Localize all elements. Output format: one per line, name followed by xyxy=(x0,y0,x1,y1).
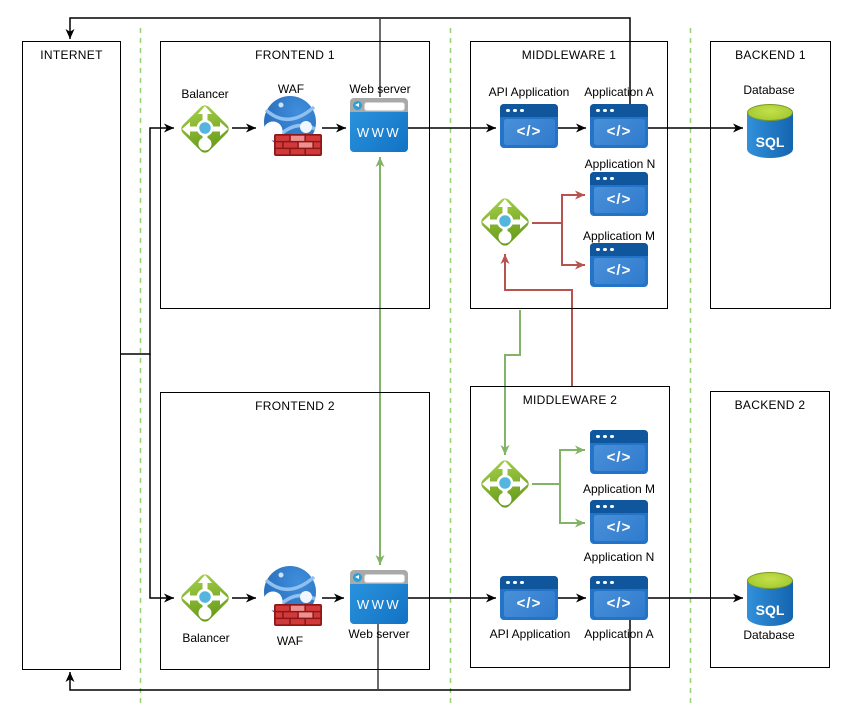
edge-mw1balancer-to-appN1 xyxy=(532,190,585,224)
zone-frontend1: FRONTEND 1 xyxy=(160,41,430,309)
app-window-titlebar xyxy=(590,243,648,256)
browser-body: WWW xyxy=(350,112,408,152)
label-app-n1: Application N xyxy=(584,157,656,171)
load-balancer-icon xyxy=(473,452,537,516)
app-window-titlebar xyxy=(500,104,558,117)
code-glyph: </> xyxy=(606,123,632,140)
edge-middleware1-to-mw2-balancer xyxy=(500,310,521,455)
code-glyph: </> xyxy=(606,191,632,208)
code-glyph: </> xyxy=(606,595,632,612)
sql-database-icon: SQL xyxy=(747,572,793,626)
address-bar xyxy=(364,574,405,583)
edge-appA1-return-to-internet xyxy=(65,17,631,104)
waf-icon xyxy=(260,564,324,628)
app-window-titlebar xyxy=(590,500,648,513)
sql-text: SQL xyxy=(755,602,785,618)
label-app-a1: Application A xyxy=(584,85,654,99)
app-window-titlebar xyxy=(590,576,648,589)
zone-backend1-title: BACKEND 1 xyxy=(735,48,806,62)
zone-middleware2: MIDDLEWARE 2 xyxy=(470,386,670,668)
load-balancer-icon xyxy=(473,190,537,254)
sql-database-icon: SQL xyxy=(747,104,793,158)
zone-internet-title: INTERNET xyxy=(40,48,103,62)
edge-mw2balancer-to-appM2 xyxy=(532,445,585,485)
address-bar xyxy=(364,102,405,111)
app-window-icon: </> xyxy=(590,500,648,544)
sql-cylinder-top xyxy=(747,572,793,589)
code-glyph: </> xyxy=(516,595,542,612)
zone-internet: INTERNET xyxy=(22,41,121,670)
app-window-icon: </> xyxy=(590,430,648,474)
label-webserver2: Web server xyxy=(348,627,410,641)
www-text: WWW xyxy=(356,124,402,140)
app-window-body: </> xyxy=(593,257,645,284)
app-window-body: </> xyxy=(593,590,645,617)
zone-frontend2: FRONTEND 2 xyxy=(160,392,430,670)
label-balancer1: Balancer xyxy=(181,87,229,101)
edge-mw1balancer-to-appM1 xyxy=(561,223,585,270)
zone-frontend1-title: FRONTEND 1 xyxy=(255,48,335,62)
app-window-body: </> xyxy=(593,118,645,145)
app-window-titlebar xyxy=(590,104,648,117)
app-window-titlebar xyxy=(590,172,648,185)
back-button-icon xyxy=(352,572,362,582)
edge-mw2balancer-to-appN2 xyxy=(559,484,585,528)
app-window-body: </> xyxy=(593,186,645,213)
app-window-icon: </> xyxy=(590,104,648,148)
app-window-body: </> xyxy=(593,514,645,541)
app-window-body: </> xyxy=(503,590,555,617)
app-window-icon: </> xyxy=(500,104,558,148)
edge-middleware2-to-mw1-balancer xyxy=(500,254,573,386)
app-window-body: </> xyxy=(593,444,645,471)
zone-middleware1: MIDDLEWARE 1 xyxy=(470,41,668,309)
label-webserver1: Web server xyxy=(349,82,411,96)
label-api-app1: API Application xyxy=(488,85,570,99)
app-window-icon: </> xyxy=(590,172,648,216)
app-window-icon: </> xyxy=(590,243,648,287)
zone-middleware2-title: MIDDLEWARE 2 xyxy=(522,393,618,407)
sql-text: SQL xyxy=(755,134,785,150)
web-server-icon: WWW xyxy=(350,98,408,152)
www-text: WWW xyxy=(356,596,402,612)
app-window-icon: </> xyxy=(500,576,558,620)
browser-toolbar xyxy=(350,98,408,112)
waf-icon xyxy=(260,94,324,158)
label-waf1: WAF xyxy=(277,82,305,96)
label-waf2: WAF xyxy=(276,634,304,648)
edge-appA2-return-to-internet xyxy=(65,620,631,691)
edge-internet-to-balancer1 xyxy=(121,123,174,355)
edge-internet-to-balancer2 xyxy=(149,354,174,603)
zone-backend2-title: BACKEND 2 xyxy=(734,398,806,412)
browser-body: WWW xyxy=(350,584,408,624)
zone-frontend2-title: FRONTEND 2 xyxy=(255,399,335,413)
label-app-n2: Application N xyxy=(583,550,655,564)
load-balancer-icon xyxy=(173,566,237,630)
label-app-m1: Application M xyxy=(582,229,656,243)
zone-backend2: BACKEND 2 xyxy=(710,391,830,668)
code-glyph: </> xyxy=(606,262,632,279)
app-window-titlebar xyxy=(500,576,558,589)
app-window-icon: </> xyxy=(590,576,648,620)
code-glyph: </> xyxy=(516,123,542,140)
zone-middleware1-title: MIDDLEWARE 1 xyxy=(521,48,617,62)
browser-toolbar xyxy=(350,570,408,584)
label-database2: Database xyxy=(743,628,795,642)
load-balancer-icon xyxy=(173,97,237,161)
web-server-icon: WWW xyxy=(350,570,408,624)
label-app-m2: Application M xyxy=(582,482,656,496)
app-window-body: </> xyxy=(503,118,555,145)
code-glyph: </> xyxy=(606,519,632,536)
back-button-icon xyxy=(352,100,362,110)
label-database1: Database xyxy=(743,83,795,97)
label-app-a2: Application A xyxy=(584,627,654,641)
sql-cylinder-top xyxy=(747,104,793,121)
code-glyph: </> xyxy=(606,449,632,466)
zone-backend1: BACKEND 1 xyxy=(710,41,831,309)
label-api-app2: API Application xyxy=(489,627,571,641)
label-balancer2: Balancer xyxy=(182,631,230,645)
app-window-titlebar xyxy=(590,430,648,443)
